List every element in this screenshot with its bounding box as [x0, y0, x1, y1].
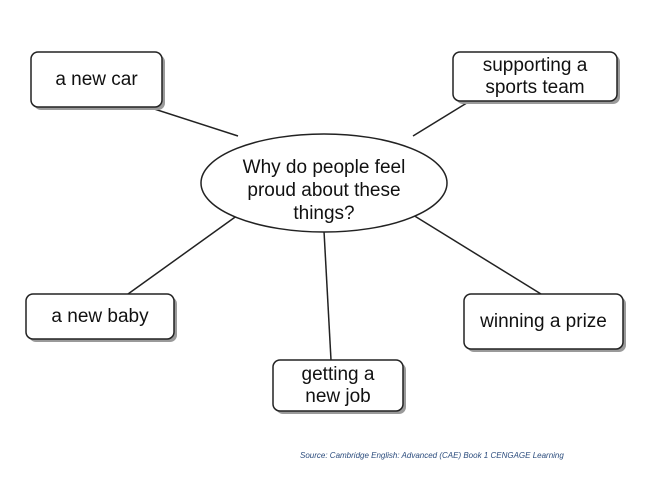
center-question: Why do people feel proud about these thi…: [206, 146, 442, 234]
source-note: Source: Cambridge English: Advanced (CAE…: [300, 451, 564, 460]
center-question-text: Why do people feel proud about these thi…: [242, 156, 406, 224]
node-label-new-job-text: getting a new job: [301, 363, 375, 407]
center-ellipse: [200, 133, 448, 233]
node-label-new-job: getting a new job: [273, 360, 403, 411]
connector-new-job: [323, 230, 332, 361]
node-label-prize: winning a prize: [464, 294, 623, 349]
node-box-new-job: [272, 359, 406, 414]
node-label-new-car-text: a new car: [55, 68, 138, 90]
node-label-new-baby: a new baby: [26, 294, 174, 339]
node-label-new-baby-text: a new baby: [51, 305, 149, 327]
node-label-sports-team-text: supporting a sports team: [482, 54, 588, 98]
node-box-sports-team: [452, 51, 620, 104]
node-box-new-baby: [25, 293, 177, 342]
connector-prize: [412, 214, 542, 295]
node-box-prize: [463, 293, 626, 352]
connector-sports-team: [412, 100, 471, 137]
node-label-sports-team: supporting a sports team: [453, 52, 617, 101]
node-box-new-car: [30, 51, 165, 110]
node-label-new-car: a new car: [31, 52, 162, 107]
connector-new-baby: [127, 214, 239, 295]
node-label-prize-text: winning a prize: [480, 310, 607, 332]
